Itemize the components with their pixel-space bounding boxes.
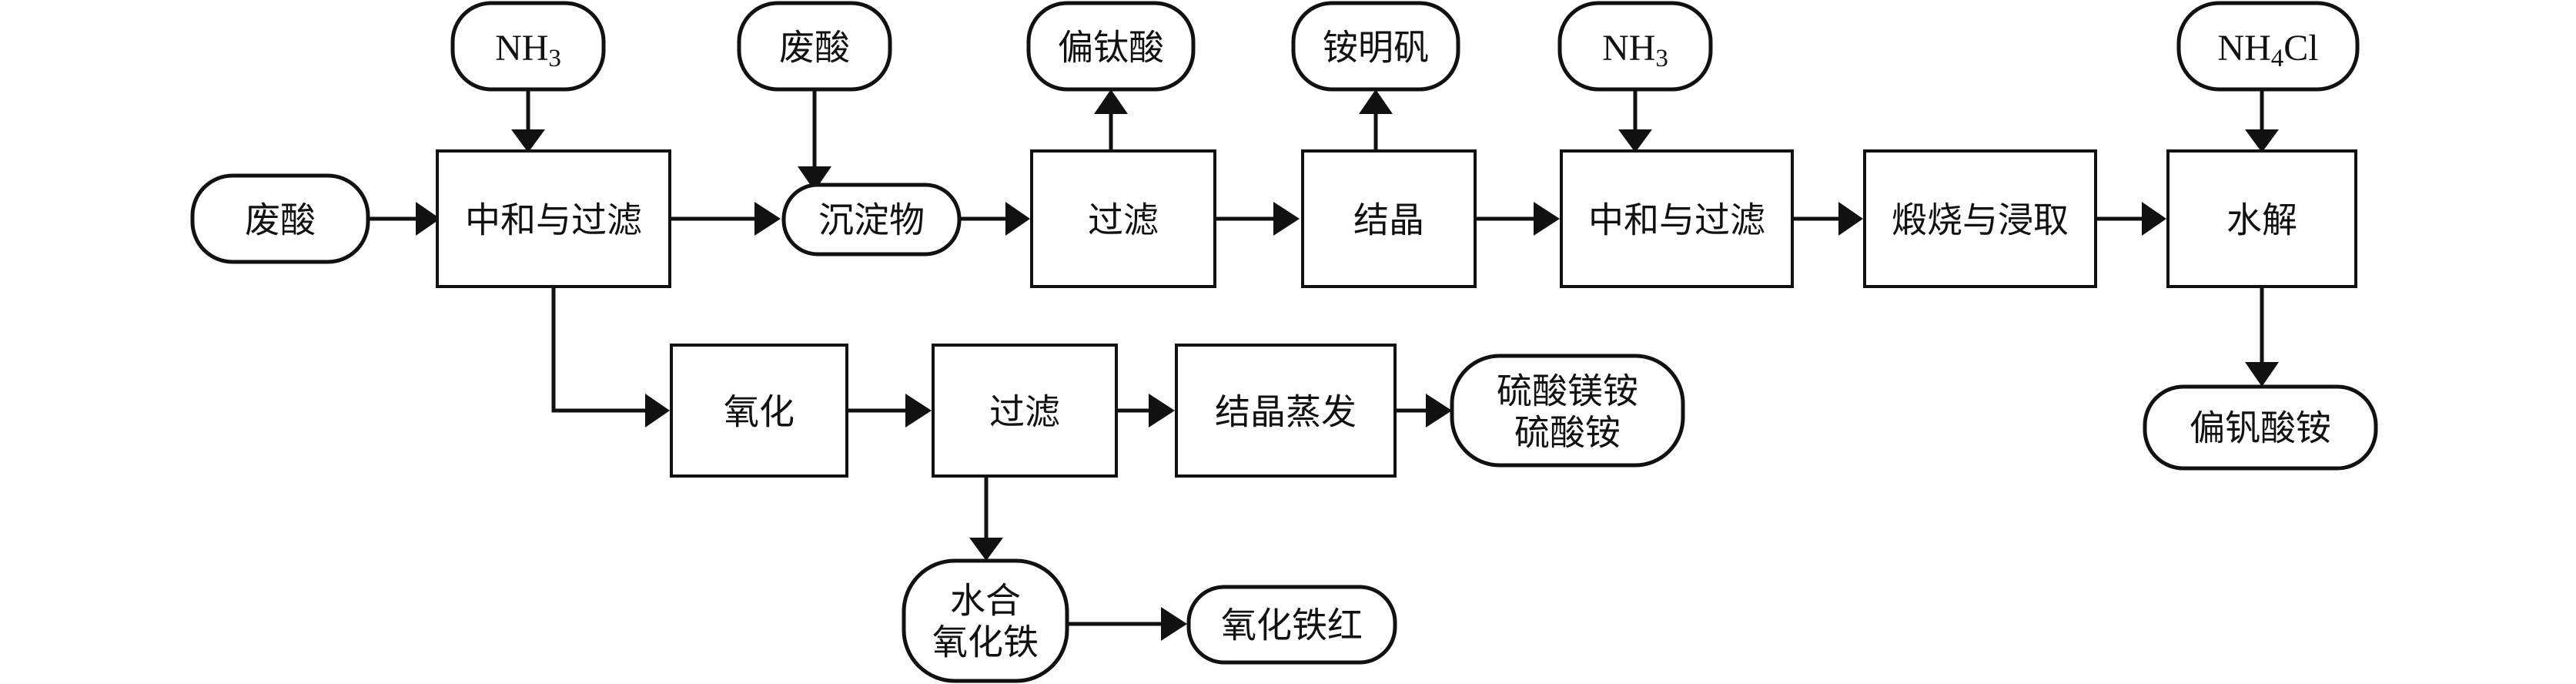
node-ammonium-alum-label: 铵明矾 xyxy=(1323,28,1429,68)
node-hydrolysis-label: 水解 xyxy=(2226,201,2297,240)
node-nh3-2[interactable]: NH3 xyxy=(1557,1,1713,92)
edge-calcine-leach-to-hydrolysis xyxy=(2096,202,2166,236)
edge-filter-2-to-crystal-evap xyxy=(1116,394,1175,428)
node-layer: 废酸 NH3 中和与过滤 废酸 沉淀物 xyxy=(190,1,2378,683)
node-ammonium-metavanadate[interactable]: 偏钒酸铵 xyxy=(2143,384,2378,471)
node-mg-ammonium-sulfate-label-line1: 硫酸镁铵 xyxy=(1497,372,1638,411)
node-crystallize-label: 结晶 xyxy=(1353,201,1424,240)
node-neutralize-1-label: 中和与过滤 xyxy=(465,201,642,240)
edge-neutralize-2-to-calcine-leach xyxy=(1792,202,1863,236)
node-neutralize-1[interactable]: 中和与过滤 xyxy=(436,149,671,288)
edge-hydrated-iron-oxide-to-iron-oxide-red xyxy=(1067,607,1187,641)
node-feed-waste-acid[interactable]: 废酸 xyxy=(190,173,370,264)
node-metatitanic-acid[interactable]: 偏钛酸 xyxy=(1026,1,1196,92)
node-metatitanic-acid-label: 偏钛酸 xyxy=(1058,28,1164,68)
node-neutralize-2-label: 中和与过滤 xyxy=(1588,201,1765,240)
node-filter-2-label: 过滤 xyxy=(989,393,1060,432)
node-iron-oxide-red[interactable]: 氧化铁红 xyxy=(1186,585,1397,665)
node-calcine-leach-label: 煅烧与浸取 xyxy=(1892,201,2069,240)
node-neutralize-2[interactable]: 中和与过滤 xyxy=(1560,149,1794,288)
node-precipitate[interactable]: 沉淀物 xyxy=(781,183,962,256)
node-crystallize[interactable]: 结晶 xyxy=(1301,149,1477,288)
node-waste-acid-2[interactable]: 废酸 xyxy=(737,1,892,92)
node-oxidize-label: 氧化 xyxy=(724,393,795,432)
node-nh4cl-label: NH4Cl xyxy=(2217,28,2318,73)
edge-oxidize-to-filter-2 xyxy=(847,394,932,428)
edge-nh4cl-to-hydrolysis xyxy=(2245,89,2279,153)
node-ammonium-alum[interactable]: 铵明矾 xyxy=(1291,1,1460,92)
node-crystal-evap-label: 结晶蒸发 xyxy=(1215,393,1357,432)
node-filter-1[interactable]: 过滤 xyxy=(1030,149,1216,288)
edge-precipitate-to-filter-1 xyxy=(959,202,1030,236)
node-feed-waste-acid-label: 废酸 xyxy=(245,201,316,240)
node-oxidize[interactable]: 氧化 xyxy=(670,344,848,478)
node-nh4cl[interactable]: NH4Cl xyxy=(2176,1,2360,92)
node-mg-ammonium-sulfate-label-line2: 硫酸铵 xyxy=(1514,414,1621,453)
edge-nh3-2-to-neutralize-2 xyxy=(1618,89,1652,153)
edge-waste-acid-to-neutralize-1 xyxy=(368,202,440,236)
node-nh3-1-label: NH3 xyxy=(495,28,561,73)
node-calcine-leach[interactable]: 煅烧与浸取 xyxy=(1863,149,2097,288)
edge-crystallize-to-neutralize-2 xyxy=(1475,202,1560,236)
edge-layer xyxy=(368,89,2279,641)
edge-filter-2-to-hydrated-iron-oxide xyxy=(969,476,1003,561)
edge-filter-1-to-metatitanic-acid xyxy=(1094,89,1128,151)
node-hydrolysis[interactable]: 水解 xyxy=(2166,149,2357,288)
node-hydrated-iron-oxide-label-line1: 水合 xyxy=(950,582,1021,621)
node-mg-ammonium-sulfate[interactable]: 硫酸镁铵 硫酸铵 xyxy=(1450,354,1685,468)
edge-nh3-1-to-neutralize-1 xyxy=(511,89,545,153)
node-hydrated-iron-oxide-label-line2: 氧化铁 xyxy=(932,623,1039,662)
edge-neutralize-1-to-precipitate xyxy=(670,202,781,236)
node-crystal-evap[interactable]: 结晶蒸发 xyxy=(1175,344,1397,478)
node-iron-oxide-red-label: 氧化铁红 xyxy=(1221,606,1363,645)
edge-waste-acid-2-to-precipitate xyxy=(798,89,831,191)
edge-crystallize-to-ammonium-alum xyxy=(1359,89,1393,151)
node-hydrated-iron-oxide[interactable]: 水合 氧化铁 xyxy=(902,558,1069,683)
node-nh3-1[interactable]: NH3 xyxy=(450,1,606,92)
edge-hydrolysis-to-ammonium-metavanadate xyxy=(2245,287,2279,387)
edge-crystal-evap-to-mg-ammonium-sulfate xyxy=(1395,394,1452,428)
edge-neutralize-1-to-oxidize xyxy=(551,287,670,428)
node-ammonium-metavanadate-label: 偏钒酸铵 xyxy=(2190,409,2331,448)
node-waste-acid-2-label: 废酸 xyxy=(779,28,850,68)
node-nh3-2-label: NH3 xyxy=(1602,28,1668,73)
edge-filter-1-to-crystallize xyxy=(1215,202,1300,236)
node-filter-2[interactable]: 过滤 xyxy=(932,344,1118,478)
node-filter-1-label: 过滤 xyxy=(1088,201,1159,240)
node-precipitate-label: 沉淀物 xyxy=(818,201,925,240)
